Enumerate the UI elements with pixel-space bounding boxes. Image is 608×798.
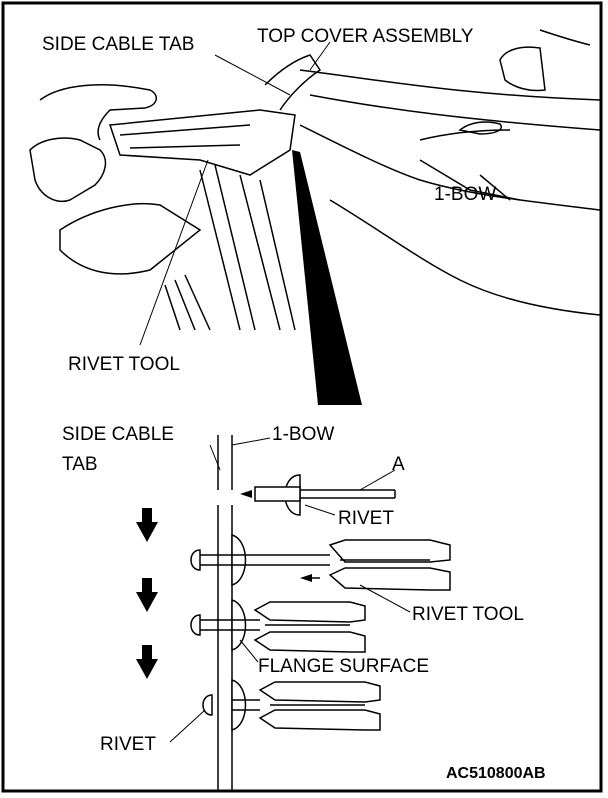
tool-upper-2 — [328, 539, 451, 563]
label-a: A — [392, 454, 405, 475]
detail-illustration — [136, 435, 451, 790]
label-side-cable: SIDE CABLE — [62, 424, 174, 445]
zoom-wedge — [292, 150, 362, 405]
bow-leader — [479, 174, 511, 201]
tool-upper-3 — [253, 601, 366, 623]
tool-lower-2 — [328, 567, 451, 591]
leader-rivet-tool-detail — [359, 584, 411, 613]
tool-lower-4 — [258, 709, 381, 731]
body-line — [299, 124, 601, 211]
label-side-cable-tab: SIDE CABLE TAB — [42, 34, 194, 55]
corner-line — [539, 29, 591, 46]
label-rivet-detail: RIVET — [338, 508, 394, 529]
rail-4 — [259, 179, 296, 331]
step-arrow-3 — [136, 645, 158, 679]
rivet-tool-body — [108, 109, 296, 176]
flange-bulge-3 — [231, 599, 247, 651]
rivet-back-4 — [202, 694, 213, 716]
rail-3 — [239, 174, 281, 331]
label-rivet-tool-top: RIVET TOOL — [68, 354, 180, 375]
label-rivet-bottom: RIVET — [100, 734, 156, 755]
rivet-body-1 — [254, 486, 301, 502]
label-1-bow-detail: 1-BOW — [272, 424, 334, 445]
tool-lower-3 — [253, 631, 366, 653]
leader-flange-surface — [239, 639, 259, 663]
label-rivet-tool-detail: RIVET TOOL — [412, 604, 524, 625]
top-cover-edge-2 — [309, 94, 601, 131]
step-arrow-1 — [136, 508, 158, 542]
bow-clip — [458, 121, 502, 135]
step-arrow-2 — [136, 578, 158, 612]
flange-bulge-2 — [231, 534, 247, 586]
bow-line — [419, 159, 521, 201]
figure-code: AC510800AB — [446, 765, 546, 782]
leader-side-cable-tab — [214, 54, 291, 96]
body-line-2 — [329, 199, 601, 316]
pull-arrow — [300, 574, 312, 582]
label-1-bow-top: 1-BOW — [434, 184, 496, 205]
lower-hand — [29, 137, 107, 202]
leader-rivet-tool — [139, 159, 209, 346]
label-top-cover-assembly: TOP COVER ASSEMBLY — [257, 26, 474, 47]
leader-rivet-bottom — [169, 709, 206, 743]
leader-1-bow-detail — [231, 437, 271, 446]
rivet-tool-handle — [119, 124, 251, 149]
leader-rivet-detail — [304, 504, 336, 516]
upper-hand — [39, 84, 157, 141]
flange-bulge-4 — [231, 679, 247, 731]
tool-upper-4 — [258, 681, 381, 703]
rail-2 — [214, 164, 256, 331]
top-illustration — [29, 29, 601, 405]
rivet-back-2 — [190, 549, 201, 571]
top-cover-edge — [299, 69, 601, 101]
seat-back — [499, 46, 546, 92]
lower-bracket — [164, 274, 211, 331]
rail-1 — [199, 169, 241, 331]
label-flange-surface: FLANGE SURFACE — [258, 656, 429, 677]
leader-top-cover — [309, 41, 331, 71]
leader-a — [359, 469, 396, 491]
leader-side-cable-tab-detail — [209, 444, 221, 471]
side-cable-tab — [264, 54, 322, 111]
rivet-back-3 — [190, 614, 201, 636]
label-tab: TAB — [62, 454, 98, 475]
